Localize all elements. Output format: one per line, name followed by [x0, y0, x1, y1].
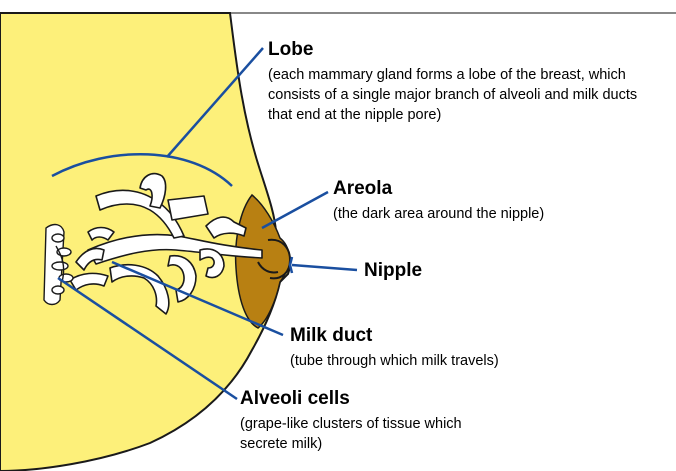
areola-title: Areola [333, 178, 663, 200]
milk-duct-title: Milk duct [290, 325, 620, 347]
lobe-title: Lobe [268, 39, 648, 61]
nipple-label: Nipple [364, 260, 484, 282]
areola-description: (the dark area around the nipple) [333, 204, 663, 224]
nipple-title: Nipple [364, 260, 484, 282]
nipple-pointer-bracket [290, 257, 292, 273]
milk-duct-description: (tube through which milk travels) [290, 351, 620, 371]
alveoli-cells-description: (grape-like clusters of tissue which sec… [240, 414, 472, 454]
milk-duct-label: Milk duct (tube through which milk trave… [290, 325, 620, 371]
lobe-label: Lobe (each mammary gland forms a lobe of… [268, 39, 648, 125]
nipple-pointer [292, 265, 357, 270]
alveoli-cells-title: Alveoli cells [240, 388, 472, 410]
alveoli-cells-label: Alveoli cells (grape-like clusters of ti… [240, 388, 472, 454]
lobe-description: (each mammary gland forms a lobe of the … [268, 65, 648, 125]
areola-label: Areola (the dark area around the nipple) [333, 178, 663, 224]
